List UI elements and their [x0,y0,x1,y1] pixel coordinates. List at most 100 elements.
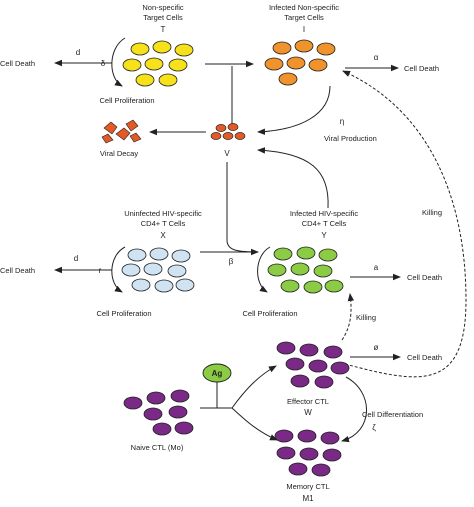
uninfected-hiv-cells-node: Uninfected HIV-specific CD4+ T Cells X C… [96,209,202,318]
infected-hiv-cell [318,248,338,262]
target-death-rate: d [76,48,80,57]
effector-ctl-cell-death-label: Cell Death [407,353,442,362]
infected-cell [278,72,298,86]
target-cell [168,58,188,72]
infected-hiv-cell-cluster [267,246,344,294]
virion [227,123,239,131]
infected-cell [272,41,292,55]
target-cell [130,42,150,56]
virion [222,132,234,140]
infected-hiv-cells-node: Infected HIV-specific CD4+ T Cells Y Cel… [242,209,358,318]
virion [215,124,227,132]
naive-ctl-caption: Naive CTL (Mo) [131,443,184,452]
infected-cell [286,56,306,70]
target-proliferation-caption: Cell Proliferation [99,96,154,105]
uninfected-hiv-cell [127,248,147,262]
decayed-virion [129,132,142,143]
infected-hiv-cell [303,280,323,294]
uninfected-hiv-cell [154,279,174,293]
infected-hiv-symbol: Y [321,231,327,240]
infected-hiv-cell [290,262,310,276]
effector-ctl-cell [276,341,296,355]
infected-hiv-virus-production-arrow [257,147,329,209]
memory-ctl-cell [274,429,294,443]
uninfected-hiv-title-line2: CD4+ T Cells [141,219,186,228]
infected-hiv-cell-death-label: Cell Death [407,273,442,282]
virus-symbol: V [224,149,230,158]
memory-ctl-node: Memory CTL M1 [274,429,342,503]
naive-ctl-cell [168,405,188,419]
target-cell [174,43,194,57]
hiv-infection-rate: β [229,257,234,266]
infected-hiv-title-line2: CD4+ T Cells [302,219,347,228]
uninfected-hiv-proliferation-caption: Cell Proliferation [96,309,151,318]
infected-cell [308,58,328,72]
infected-hiv-proliferation-caption: Cell Proliferation [242,309,297,318]
to-effector-ctl-arrow [231,365,277,409]
uninfected-hiv-cell [175,278,195,292]
memory-ctl-cell [276,446,296,460]
uninfected-hiv-cell [171,249,191,263]
target-cell [158,73,178,87]
infected-death-rate: α [374,53,379,62]
infected-hiv-cell [280,279,300,293]
infected-cell [316,42,336,56]
infected-cells-title-line2: Target Cells [284,13,324,22]
cell-differentiation-arrow [341,376,367,443]
effector-ctl-cell [323,345,343,359]
infected-cells-node: Infected Non-specific Target Cells I [264,3,339,86]
memory-ctl-caption: Memory CTL [286,482,329,491]
naive-ctl-cell [170,389,190,403]
uninfected-hiv-cell [149,247,169,261]
infected-hiv-cell [273,247,293,261]
infected-hiv-proliferation-loop [257,246,271,293]
uninfected-hiv-cell [167,264,187,278]
naive-ctl-cell [174,421,194,435]
memory-ctl-cell [297,429,317,443]
effector-ctl-cell [285,357,305,371]
memory-ctl-cell [322,448,342,462]
infected-hiv-cell [313,264,333,278]
effector-ctl-caption: Effector CTL [287,397,329,406]
infected-hiv-death-rate: a [374,263,379,272]
viral-production-arrow [257,85,331,135]
uninfected-hiv-symbol: X [160,231,166,240]
viral-decay-fragments [101,119,142,144]
decayed-virion [101,133,114,144]
infected-hiv-title-line1: Infected HIV-specific [290,209,359,218]
virion [234,132,246,140]
virus-node: V [210,123,246,158]
target-cell [122,58,142,72]
target-cells-symbol: T [161,25,166,34]
target-proliferation-rate: δ [101,59,106,68]
naive-ctl-cell [152,422,172,436]
effector-ctl-cell [330,361,350,375]
antigen-ellipse [202,363,232,383]
antigen-badge: Ag [202,363,232,383]
decayed-virion [125,119,139,132]
uninfected-hiv-death-rate: d [74,254,78,263]
naive-ctl-cell [143,407,163,421]
memory-ctl-cell [299,447,319,461]
memory-ctl-symbol: M1 [302,494,314,503]
target-cell-cluster [122,40,194,87]
uninfected-hiv-title-line1: Uninfected HIV-specific [124,209,202,218]
effector-ctl-cell [308,359,328,373]
decayed-virion [115,127,131,141]
target-cell [135,73,155,87]
infected-hiv-cell [267,263,287,277]
uninfected-hiv-proliferation-rate: r [99,266,102,275]
decayed-virion [103,121,118,135]
naive-ctl-cell [123,396,143,410]
effector-ctl-cell [290,374,310,388]
uninfected-hiv-cell-death-label: Cell Death [0,266,35,275]
killing-infected-target-label: Killing [422,208,442,217]
naive-ctl-node: Naive CTL (Mo) [123,389,194,452]
target-cell [144,57,164,71]
target-cell-death-label: Cell Death [0,59,35,68]
killing-infected-hiv-label: Killing [356,313,376,322]
killing-infected-target-arrow [342,70,467,378]
effector-ctl-cell [314,375,334,389]
naive-ctl-cell [146,391,166,405]
